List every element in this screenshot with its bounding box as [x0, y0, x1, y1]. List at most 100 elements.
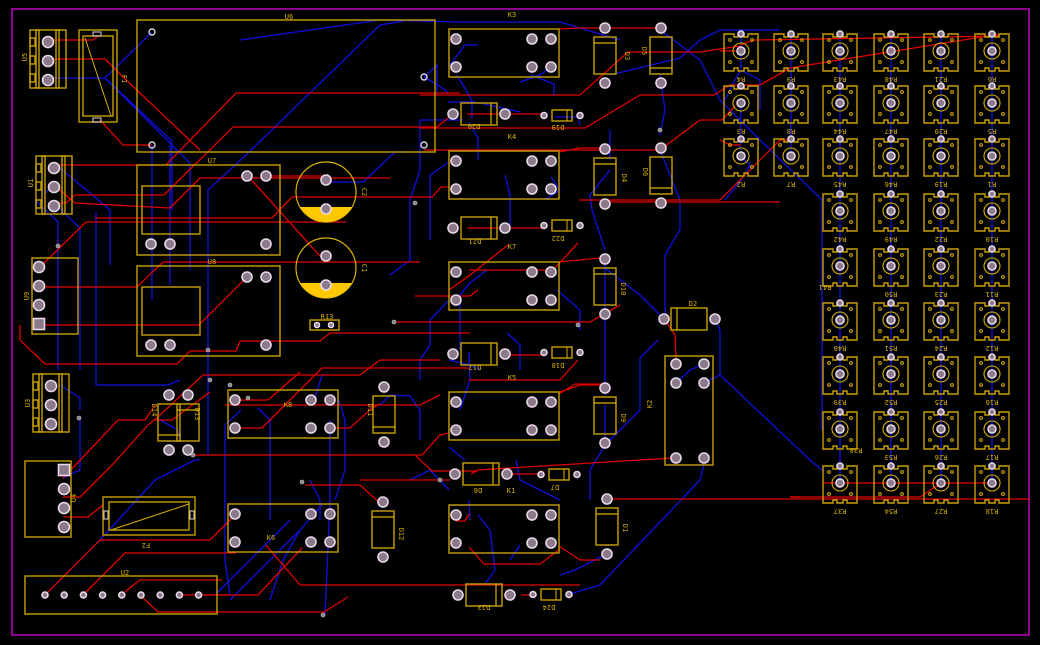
wiper-pin[interactable] [987, 261, 997, 271]
potentiometer-pin[interactable] [836, 462, 844, 470]
pad[interactable] [670, 358, 682, 370]
pad[interactable] [655, 77, 667, 89]
wiper-pin[interactable] [886, 98, 896, 108]
diode-d7[interactable]: D7 [537, 468, 581, 491]
pad[interactable] [565, 590, 573, 599]
pad[interactable] [576, 111, 584, 120]
pad[interactable] [499, 222, 511, 234]
wiper-pin[interactable] [786, 46, 796, 56]
pad[interactable] [305, 394, 317, 406]
potentiometer-r48[interactable]: R48 [873, 30, 909, 83]
pad[interactable] [526, 61, 538, 73]
potentiometer-r51[interactable]: R51 [873, 299, 909, 352]
wiper-pin[interactable] [835, 369, 845, 379]
potentiometer-pin[interactable] [887, 82, 895, 90]
diode-d2[interactable]: D2 [658, 300, 721, 331]
wiper-pin[interactable] [835, 478, 845, 488]
terminal-block-u3[interactable]: U3 [24, 373, 70, 433]
pad[interactable] [540, 221, 548, 230]
potentiometer-pin[interactable] [787, 135, 795, 143]
pad[interactable] [545, 294, 557, 306]
pad[interactable] [576, 348, 584, 357]
potentiometer-pin[interactable] [988, 190, 996, 198]
terminal-block-u5[interactable]: U5 [21, 29, 67, 89]
potentiometer-pin[interactable] [836, 353, 844, 361]
wiper-pin[interactable] [987, 478, 997, 488]
pad[interactable] [529, 590, 537, 599]
potentiometer-r41[interactable]: R41 [819, 245, 858, 291]
pad[interactable] [229, 536, 241, 548]
pad[interactable] [182, 444, 194, 456]
header-pin[interactable] [57, 501, 71, 515]
wiper-pin[interactable] [835, 315, 845, 325]
wiper-pin[interactable] [886, 261, 896, 271]
pad[interactable] [324, 422, 336, 434]
module-pin[interactable] [145, 238, 157, 250]
diode-d14[interactable]: D14 [150, 389, 181, 456]
module-u7[interactable]: U7 [136, 157, 281, 256]
relay-k6[interactable]: K6 [227, 503, 339, 553]
header-pin[interactable] [57, 482, 71, 496]
potentiometer-r4[interactable]: R4 [723, 30, 759, 83]
relay-k8[interactable]: K8 [227, 389, 339, 439]
potentiometer-r47[interactable]: R47 [873, 82, 909, 135]
wiper-pin[interactable] [936, 424, 946, 434]
potentiometer-r18[interactable]: R18 [974, 462, 1010, 515]
resistor-pin[interactable] [313, 321, 321, 329]
potentiometer-pin[interactable] [887, 299, 895, 307]
potentiometer-pin[interactable] [887, 190, 895, 198]
header-pin[interactable] [32, 298, 46, 312]
module-pin[interactable] [164, 339, 176, 351]
terminal-pin[interactable] [47, 161, 61, 175]
potentiometer-pin[interactable] [937, 353, 945, 361]
potentiometer-r37[interactable]: R37 [822, 462, 858, 515]
potentiometer-pin[interactable] [937, 299, 945, 307]
header-pin[interactable] [194, 591, 203, 599]
pad[interactable] [599, 143, 611, 155]
pad[interactable] [450, 537, 462, 549]
module-pin[interactable] [260, 271, 272, 283]
pad[interactable] [545, 424, 557, 436]
resistor-r13[interactable]: R13 [309, 313, 340, 331]
potentiometer-pin[interactable] [836, 30, 844, 38]
potentiometer-pin[interactable] [836, 408, 844, 416]
pad[interactable] [599, 22, 611, 34]
wiper-pin[interactable] [835, 206, 845, 216]
potentiometer-pin[interactable] [737, 30, 745, 38]
wiper-pin[interactable] [886, 424, 896, 434]
pad[interactable] [599, 77, 611, 89]
diode-d11[interactable]: D11 [366, 381, 396, 448]
diode-d22[interactable]: D22 [540, 219, 584, 242]
potentiometer-pin[interactable] [988, 82, 996, 90]
pad[interactable] [655, 197, 667, 209]
pad[interactable] [163, 444, 175, 456]
potentiometer-r11[interactable]: R11 [974, 245, 1010, 298]
header-pin[interactable] [98, 591, 107, 599]
relay-k3[interactable]: K3 [448, 11, 560, 78]
diode-d20[interactable]: D20 [447, 102, 511, 130]
pad[interactable] [447, 348, 459, 360]
potentiometer-r9[interactable]: R9 [773, 30, 809, 83]
module-pin[interactable] [260, 238, 272, 250]
pad[interactable] [698, 377, 710, 389]
mounting-hole[interactable] [420, 73, 428, 81]
header-u2[interactable]: U2 [24, 569, 218, 615]
potentiometer-pin[interactable] [836, 82, 844, 90]
potentiometer-r43[interactable]: R43 [822, 30, 858, 83]
potentiometer-pin[interactable] [887, 462, 895, 470]
pad[interactable] [601, 493, 613, 505]
header-pin[interactable] [32, 260, 46, 274]
pad[interactable] [450, 266, 462, 278]
terminal-pin[interactable] [41, 35, 55, 49]
potentiometer-r45[interactable]: R45 [822, 135, 858, 188]
wiper-pin[interactable] [936, 151, 946, 161]
wiper-pin[interactable] [936, 98, 946, 108]
wiper-pin[interactable] [886, 151, 896, 161]
diode-d18[interactable]: D18 [540, 346, 584, 369]
wiper-pin[interactable] [936, 315, 946, 325]
potentiometer-r22[interactable]: R22 [923, 190, 959, 243]
terminal-pin[interactable] [41, 73, 55, 87]
potentiometer-r50[interactable]: R50 [873, 245, 909, 298]
pad[interactable] [526, 424, 538, 436]
diode-d21[interactable]: D21 [447, 216, 511, 245]
